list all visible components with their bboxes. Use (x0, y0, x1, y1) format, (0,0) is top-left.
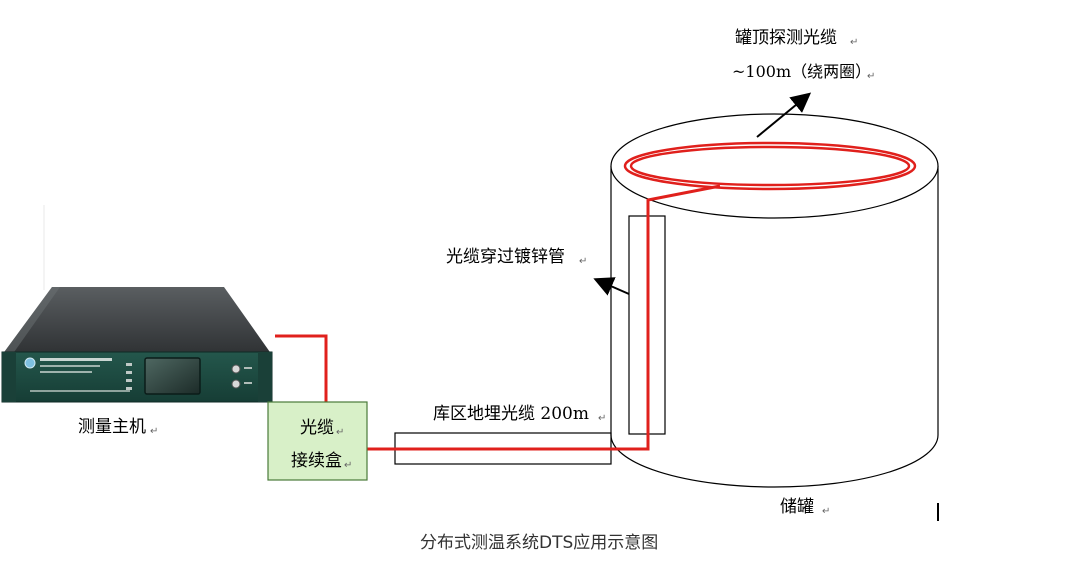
reset-button-icon (231, 379, 241, 389)
storage-tank (610, 113, 939, 488)
return-mark: ↵ (336, 427, 344, 438)
host-label: 测量主机 (78, 417, 146, 437)
return-mark: ↵ (579, 256, 587, 267)
return-mark: ↵ (822, 506, 830, 517)
pipe-arrow (593, 277, 630, 296)
return-mark: ↵ (850, 37, 858, 48)
fiber-route (367, 184, 721, 451)
device-screen (144, 357, 201, 395)
return-mark: ↵ (150, 426, 158, 437)
logo-icon (24, 357, 36, 369)
buried-cable-label: 库区地埋光缆 200m (433, 404, 589, 424)
return-mark: ↵ (867, 71, 875, 82)
galvanized-pipe-label: 光缆穿过镀锌管 (446, 247, 565, 267)
return-mark: ↵ (598, 413, 606, 424)
tank-top-arrow (756, 92, 812, 138)
tank-label: 储罐 (780, 497, 814, 517)
tank-top-cable-label: 罐顶探测光缆 (735, 28, 837, 48)
tank-top-fiber-loop (623, 141, 917, 191)
junction-box (267, 401, 368, 481)
diagram-caption: 分布式测温系统DTS应用示意图 (420, 533, 658, 553)
junction-box-label-line1: 光缆 (300, 418, 334, 438)
host-fiber (275, 334, 328, 402)
measurement-host (1, 287, 273, 403)
tank-top-length-label: ~100m（绕两圈） (732, 62, 871, 81)
power-button-icon (231, 364, 241, 374)
return-mark: ↵ (344, 460, 352, 471)
junction-box-label-line2: 接续盒 (291, 451, 342, 471)
